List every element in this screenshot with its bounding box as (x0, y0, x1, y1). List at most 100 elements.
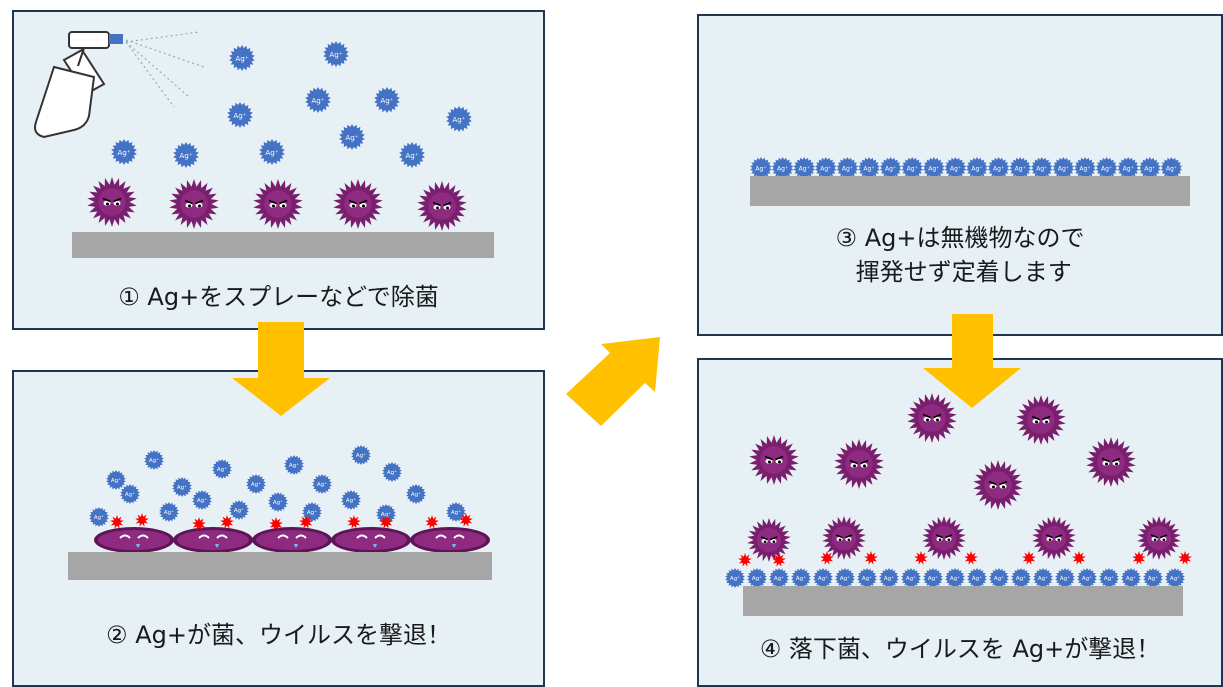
germ-icon (822, 516, 866, 560)
svg-text:Ag⁺: Ag⁺ (972, 575, 982, 582)
svg-text:Ag⁺: Ag⁺ (884, 575, 894, 582)
svg-text:Ag⁺: Ag⁺ (117, 148, 130, 157)
svg-text:Ag⁺: Ag⁺ (452, 115, 465, 124)
svg-text:Ag⁺: Ag⁺ (971, 165, 982, 172)
germ-icon (749, 435, 799, 485)
svg-text:Ag⁺: Ag⁺ (329, 50, 342, 59)
impact-burst-icon (738, 553, 752, 567)
panel-fixation-caption: ③ Ag+は無機物なので 揮発せず定着します (835, 224, 1085, 286)
svg-text:Ag⁺: Ag⁺ (752, 575, 762, 582)
surface-slab (68, 552, 492, 580)
svg-text:Ag⁺: Ag⁺ (345, 133, 358, 142)
silver-ion-icon: Ag⁺ (446, 106, 472, 132)
surface-slab (743, 586, 1183, 616)
svg-text:Ag⁺: Ag⁺ (950, 575, 960, 582)
germ-icon (169, 179, 219, 229)
germ-icon (973, 460, 1023, 510)
svg-text:Ag⁺: Ag⁺ (928, 165, 939, 172)
svg-text:Ag⁺: Ag⁺ (885, 165, 896, 172)
svg-text:Ag⁺: Ag⁺ (1170, 575, 1180, 582)
svg-text:Ag⁺: Ag⁺ (1144, 165, 1155, 172)
svg-text:Ag⁺: Ag⁺ (818, 575, 828, 582)
svg-text:Ag⁺: Ag⁺ (197, 497, 207, 504)
impact-burst-icon (192, 517, 206, 531)
silver-ion-icon: Ag⁺ (1052, 157, 1075, 179)
silver-ion-icon: Ag⁺ (1033, 568, 1053, 588)
germ-icon (253, 179, 303, 229)
svg-text:Ag⁺: Ag⁺ (1126, 575, 1136, 582)
silver-ion-icon: Ag⁺ (172, 477, 192, 497)
silver-ion-icon: Ag⁺ (144, 450, 164, 470)
svg-text:Ag⁺: Ag⁺ (1036, 165, 1047, 172)
svg-text:Ag⁺: Ag⁺ (820, 165, 831, 172)
panel-spray: Ag⁺Ag⁺Ag⁺Ag⁺Ag⁺Ag⁺Ag⁺Ag⁺Ag⁺Ag⁺Ag⁺ ① Ag+を… (12, 10, 545, 330)
svg-text:Ag⁺: Ag⁺ (265, 148, 278, 157)
silver-ion-icon: Ag⁺ (1095, 157, 1118, 179)
silver-ion-icon: Ag⁺ (259, 139, 285, 165)
surface-slab (72, 232, 494, 258)
svg-text:Ag⁺: Ag⁺ (346, 497, 356, 504)
svg-text:Ag⁺: Ag⁺ (251, 481, 261, 488)
silver-ion-icon: Ag⁺ (1077, 568, 1097, 588)
svg-text:Ag⁺: Ag⁺ (356, 452, 366, 459)
silver-ion-icon: Ag⁺ (901, 568, 921, 588)
germ-icon (333, 179, 383, 229)
svg-text:Ag⁺: Ag⁺ (177, 484, 187, 491)
silver-ion-icon: Ag⁺ (1117, 157, 1139, 179)
svg-text:Ag⁺: Ag⁺ (217, 466, 227, 473)
svg-text:Ag⁺: Ag⁺ (273, 499, 283, 506)
svg-text:Ag⁺: Ag⁺ (1123, 165, 1134, 172)
silver-ion-icon: Ag⁺ (967, 568, 987, 588)
germ-icon (417, 181, 467, 231)
svg-text:Ag⁺: Ag⁺ (799, 165, 810, 172)
silver-ion-icon: Ag⁺ (857, 568, 877, 588)
svg-text:Ag⁺: Ag⁺ (755, 165, 766, 172)
svg-text:Ag⁺: Ag⁺ (1015, 165, 1026, 172)
impact-burst-icon (135, 513, 149, 527)
impact-burst-icon (1132, 551, 1146, 565)
silver-ion-icon: Ag⁺ (771, 157, 794, 179)
surface-slab (750, 176, 1190, 206)
silver-ion-icon: Ag⁺ (966, 157, 988, 179)
panel-fixation-illustration: Ag⁺ Ag⁺ Ag⁺ Ag⁺ Ag⁺ Ag⁺ Ag⁺ Ag⁺ Ag⁺ Ag⁺ Ag⁺ Ag⁺ Ag⁺ A… (750, 157, 1190, 206)
germ-icon (907, 393, 957, 443)
silver-ion-icon: Ag⁺ (341, 490, 361, 510)
svg-text:Ag⁺: Ag⁺ (1016, 575, 1026, 582)
impact-burst-icon (1022, 551, 1036, 565)
silver-ion-icon: Ag⁺ (923, 157, 945, 179)
silver-ion-icon: Ag⁺ (284, 455, 304, 475)
svg-text:Ag⁺: Ag⁺ (1038, 575, 1048, 582)
silver-ion-icon: Ag⁺ (793, 157, 815, 179)
panel-falling-germs-illustration: Ag⁺Ag⁺Ag⁺Ag⁺Ag⁺Ag⁺Ag⁺Ag⁺Ag⁺Ag⁺Ag⁺Ag⁺Ag⁺A… (725, 393, 1192, 616)
svg-text:Ag⁺: Ag⁺ (179, 151, 192, 160)
panel-spray-illustration: Ag⁺Ag⁺Ag⁺Ag⁺Ag⁺Ag⁺Ag⁺Ag⁺Ag⁺Ag⁺Ag⁺ (34, 31, 494, 258)
silver-ion-icon: Ag⁺ (750, 157, 772, 179)
arrow-diagonal (566, 337, 660, 426)
panel-repel-caption: ② Ag+が菌、ウイルスを撃退！ (106, 621, 451, 649)
silver-ion-icon: Ag⁺ (446, 502, 466, 522)
silver-ion-icon: Ag⁺ (1139, 157, 1161, 179)
svg-text:Ag⁺: Ag⁺ (1148, 575, 1158, 582)
silver-ion-icon: Ag⁺ (879, 157, 902, 179)
silver-ion-icon: Ag⁺ (192, 490, 212, 510)
svg-text:Ag⁺: Ag⁺ (381, 511, 391, 518)
svg-text:Ag⁺: Ag⁺ (1079, 165, 1090, 172)
impact-burst-icon (914, 551, 928, 565)
silver-ion-icon: Ag⁺ (1160, 157, 1183, 179)
svg-text:Ag⁺: Ag⁺ (1166, 165, 1177, 172)
silver-ion-icon: Ag⁺ (374, 87, 400, 113)
silver-ion-icon: Ag⁺ (858, 157, 880, 179)
silver-ion-icon: Ag⁺ (879, 568, 899, 588)
impact-burst-icon (820, 551, 834, 565)
svg-text:Ag⁺: Ag⁺ (380, 96, 393, 105)
svg-text:Ag⁺: Ag⁺ (1101, 165, 1112, 172)
impact-burst-icon (1072, 551, 1086, 565)
germ-icon (87, 177, 137, 227)
flattened-germ-icon (410, 527, 490, 553)
impact-burst-icon (964, 551, 978, 565)
germ-icon (922, 516, 966, 560)
silver-ion-icon: Ag⁺ (120, 484, 140, 504)
spray-mist (125, 31, 205, 108)
arrow-down-2 (923, 314, 1021, 408)
svg-text:Ag⁺: Ag⁺ (94, 514, 104, 521)
